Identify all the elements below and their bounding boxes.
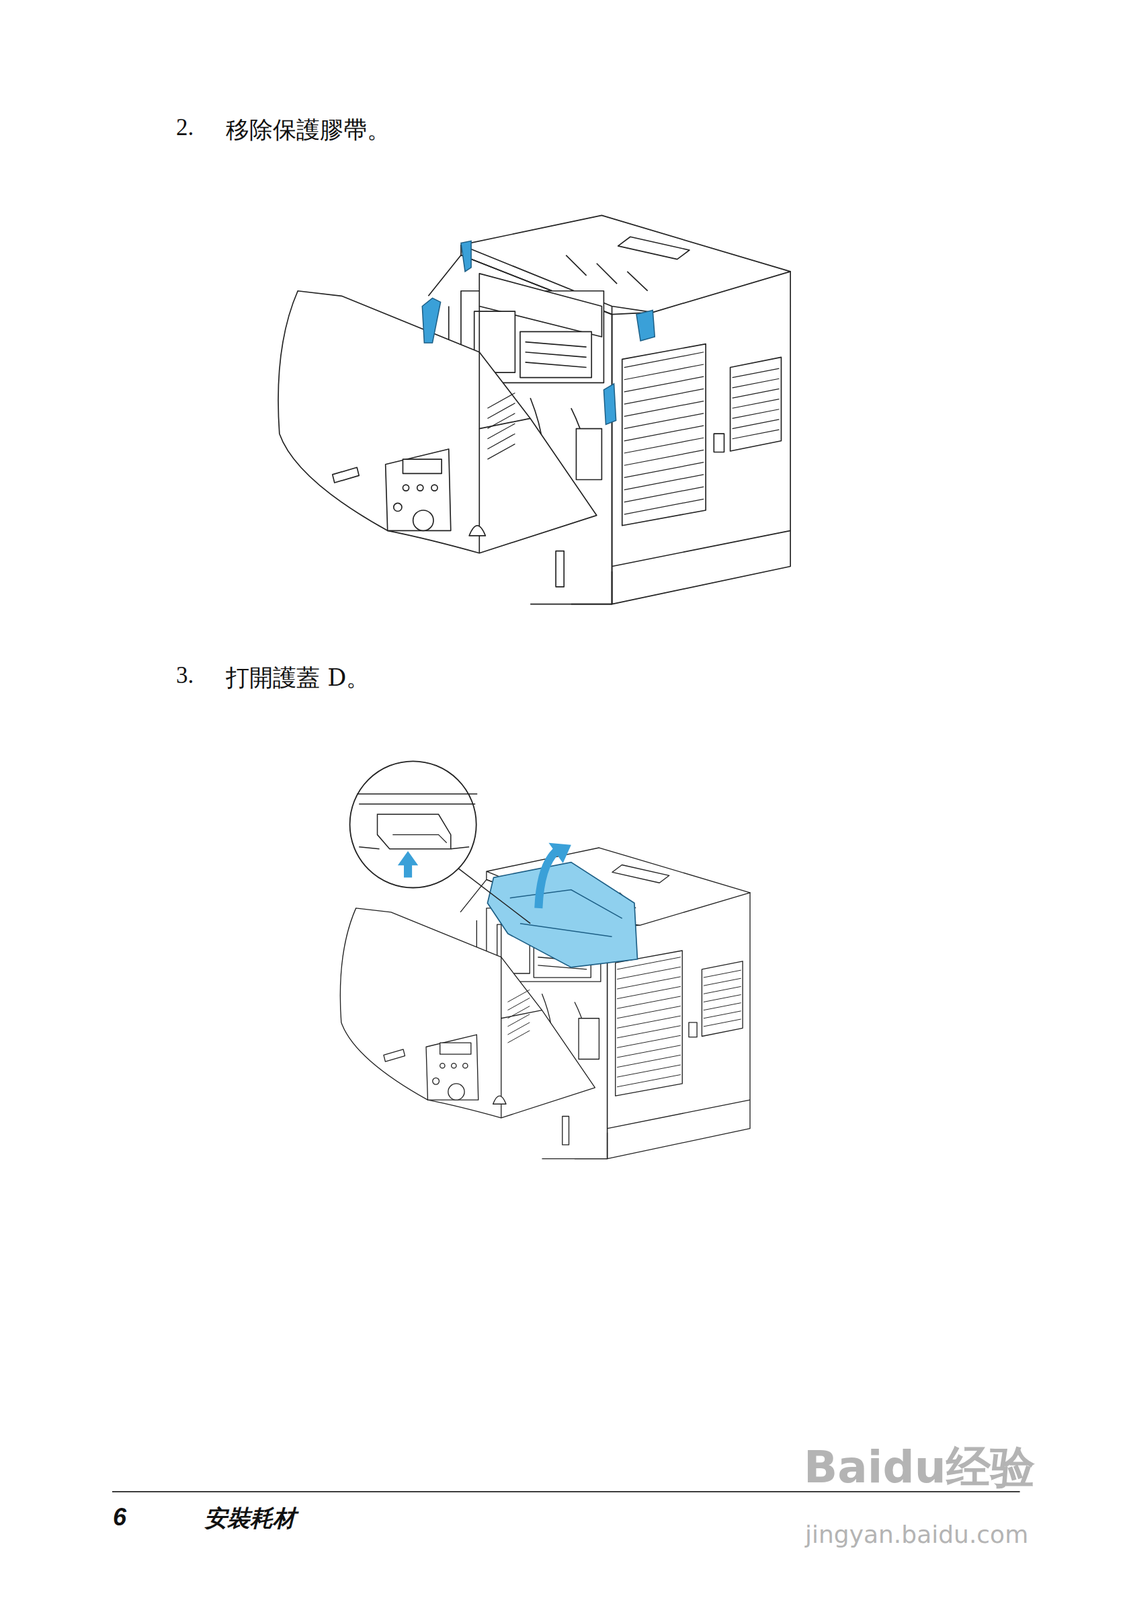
step-number: 2.	[176, 114, 194, 142]
step-number: 3.	[176, 661, 194, 689]
watermark-url: jingyan.baidu.com	[805, 1520, 1029, 1548]
step-text: 打開護蓋 D。	[225, 661, 370, 694]
printer-figure	[278, 215, 791, 604]
watermark: Baidu经验	[803, 1436, 1035, 1498]
step-text: 移除保護膠帶。	[225, 114, 391, 146]
page-number: 6	[112, 1502, 127, 1531]
footer-title: 安裝耗材	[204, 1502, 296, 1534]
printer-figure	[340, 760, 750, 1158]
